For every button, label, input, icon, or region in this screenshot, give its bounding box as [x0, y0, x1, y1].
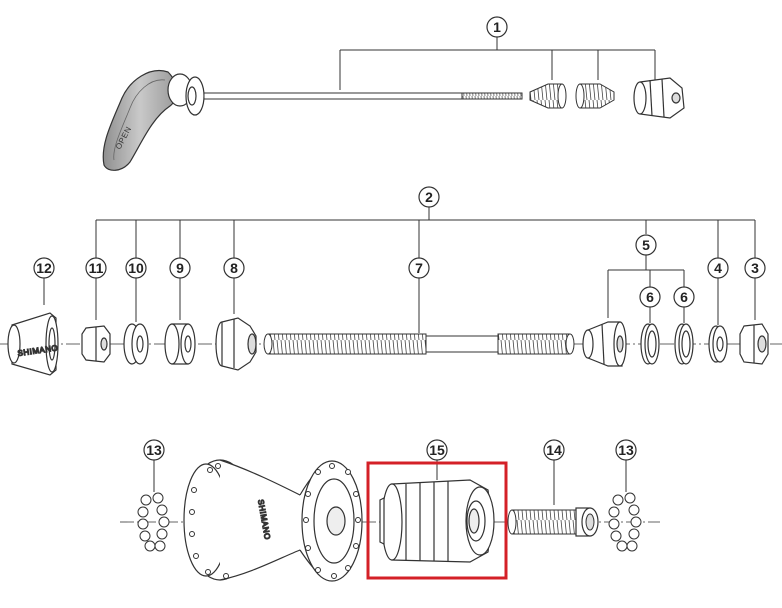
qr-lever: OPEN [102, 70, 178, 171]
callout-6-right[interactable]: 6 [673, 286, 695, 323]
svg-text:6: 6 [646, 289, 654, 305]
svg-text:10: 10 [128, 260, 144, 276]
part-12-dust-cap: SHIMANO [7, 312, 59, 376]
part-3-lock-nut [739, 323, 769, 365]
svg-text:13: 13 [146, 442, 162, 458]
part-6-washer-left [640, 323, 660, 365]
svg-text:3: 3 [751, 260, 759, 276]
part-hub-shell: SHIMANO [183, 459, 363, 582]
callout-14[interactable]: 14 [543, 439, 565, 505]
qr-spring-2 [575, 83, 615, 109]
svg-text:8: 8 [230, 260, 238, 276]
part-15-freehub-body [379, 479, 495, 563]
callout-1[interactable]: 1 [486, 16, 508, 38]
part-13-bearings-right [608, 492, 642, 552]
callout-13-left[interactable]: 13 [143, 439, 165, 492]
part-9-spacer [164, 323, 196, 365]
freehub-highlight-box [366, 461, 508, 580]
svg-text:12: 12 [36, 260, 52, 276]
callout-4[interactable]: 4 [707, 257, 729, 325]
callout-1-label: 1 [493, 19, 501, 35]
callout-group-2 [95, 207, 756, 318]
callout-6-left[interactable]: 6 [639, 286, 661, 323]
callout-group-1 [339, 37, 656, 90]
svg-text:11: 11 [89, 260, 104, 276]
svg-text:14: 14 [546, 442, 562, 458]
callout-2-label: 2 [425, 189, 433, 205]
callout-5[interactable]: 5 [635, 234, 657, 256]
part-4-washer [708, 325, 728, 363]
part-5-cone-right [582, 321, 627, 367]
svg-text:5: 5 [642, 237, 650, 253]
qr-cam-body [167, 73, 205, 116]
hub-spoke-holes [189, 463, 361, 579]
callout-15[interactable]: 15 [426, 439, 448, 480]
svg-text:13: 13 [618, 442, 634, 458]
part-8-cone [215, 317, 257, 371]
part-13-bearings-left [137, 492, 170, 552]
callout-2[interactable]: 2 [418, 186, 440, 208]
qr-spring-1 [529, 83, 567, 109]
svg-text:15: 15 [429, 442, 445, 458]
svg-text:6: 6 [680, 289, 688, 305]
part-10-washer [123, 323, 149, 365]
qr-skewer-rod [203, 92, 523, 100]
svg-text:4: 4 [714, 260, 722, 276]
part-14-fixing-bolt [507, 507, 599, 537]
callout-13-right[interactable]: 13 [615, 439, 637, 492]
callout-8[interactable]: 8 [223, 257, 245, 314]
callout-3[interactable]: 3 [744, 257, 766, 320]
part-11-lock-nut [81, 325, 111, 363]
callout-11[interactable]: 11 [85, 257, 107, 320]
callout-12[interactable]: 12 [33, 257, 55, 305]
callout-7[interactable]: 7 [408, 257, 430, 333]
qr-adjusting-nut [633, 77, 685, 119]
svg-text:9: 9 [176, 260, 184, 276]
svg-text:7: 7 [415, 260, 423, 276]
callout-10[interactable]: 10 [125, 257, 147, 322]
callout-9[interactable]: 9 [169, 257, 191, 320]
part-7-hub-axle [263, 333, 575, 355]
part-6-washer-right [674, 323, 694, 365]
